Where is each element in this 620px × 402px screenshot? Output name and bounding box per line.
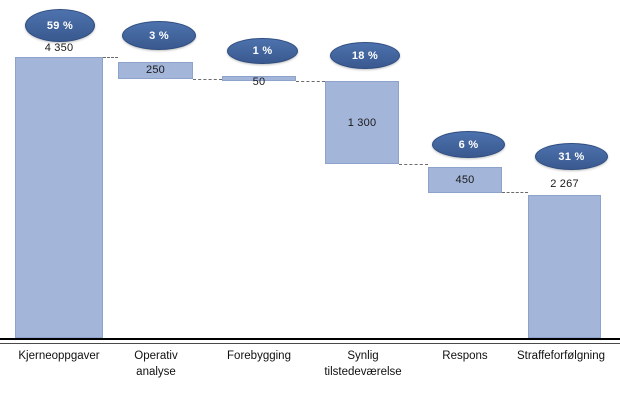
category-label-line1: Straffeforfølgning — [516, 350, 605, 362]
bar-value-synlig-tilstedevaerelse: 1 300 — [347, 117, 377, 129]
bar-operativ-analyse — [118, 62, 193, 79]
connector-5 — [502, 192, 528, 194]
x-axis-line — [0, 338, 620, 340]
bar-value-respons: 450 — [455, 174, 475, 186]
bar-value-kjerneoppgaver: 4 350 — [44, 42, 74, 54]
category-label-line2: analyse — [136, 366, 176, 378]
bar-synlig-tilstedevaerelse — [325, 81, 399, 164]
category-label-line1: Kjerneoppgaver — [18, 350, 100, 362]
connector-4 — [399, 164, 428, 166]
bar-respons — [428, 167, 502, 193]
bar-straffeforfolgning — [528, 195, 601, 338]
percent-badge-respons: 6 % — [432, 131, 505, 158]
bar-kjerneoppgaver — [15, 57, 103, 338]
category-label-straffeforfolgning: Straffeforfølgning — [505, 348, 617, 364]
connector-1 — [103, 57, 118, 59]
category-label-synlig-tilstedevaerelse: Synlig tilstedeværelse — [308, 348, 418, 380]
connector-3 — [296, 81, 325, 83]
connector-2 — [193, 79, 222, 81]
category-label-line1: Operativ — [134, 350, 178, 362]
category-label-line1: Synlig — [347, 350, 379, 362]
percent-badge-forebygging: 1 % — [227, 38, 298, 64]
category-label-kjerneoppgaver: Kjerneoppgaver — [4, 348, 114, 364]
percent-badge-operativ-analyse: 3 % — [122, 21, 196, 50]
percent-badge-synlig-tilstedevaerelse: 18 % — [330, 42, 400, 69]
category-label-forebygging: Forebygging — [207, 348, 311, 364]
category-label-line1: Respons — [442, 350, 488, 362]
category-label-respons: Respons — [421, 348, 509, 364]
category-label-line2: tilstedeværelse — [324, 366, 402, 378]
bar-value-operativ-analyse: 250 — [146, 64, 165, 76]
plot-area: 4 350 59 % 250 3 % 50 1 % 1 300 18 % 450… — [15, 9, 608, 338]
category-labels: Kjerneoppgaver Operativ analyse Forebygg… — [0, 348, 620, 402]
x-axis-line-secondary — [0, 343, 620, 344]
bar-forebygging — [222, 76, 296, 81]
percent-badge-kjerneoppgaver: 59 % — [25, 9, 95, 42]
bar-value-straffeforfolgning: 2 267 — [550, 178, 579, 190]
category-label-operativ-analyse: Operativ analyse — [108, 348, 204, 380]
category-label-line1: Forebygging — [227, 350, 291, 362]
bar-value-forebygging: 50 — [252, 76, 266, 88]
percent-badge-straffeforfolgning: 31 % — [535, 143, 608, 170]
